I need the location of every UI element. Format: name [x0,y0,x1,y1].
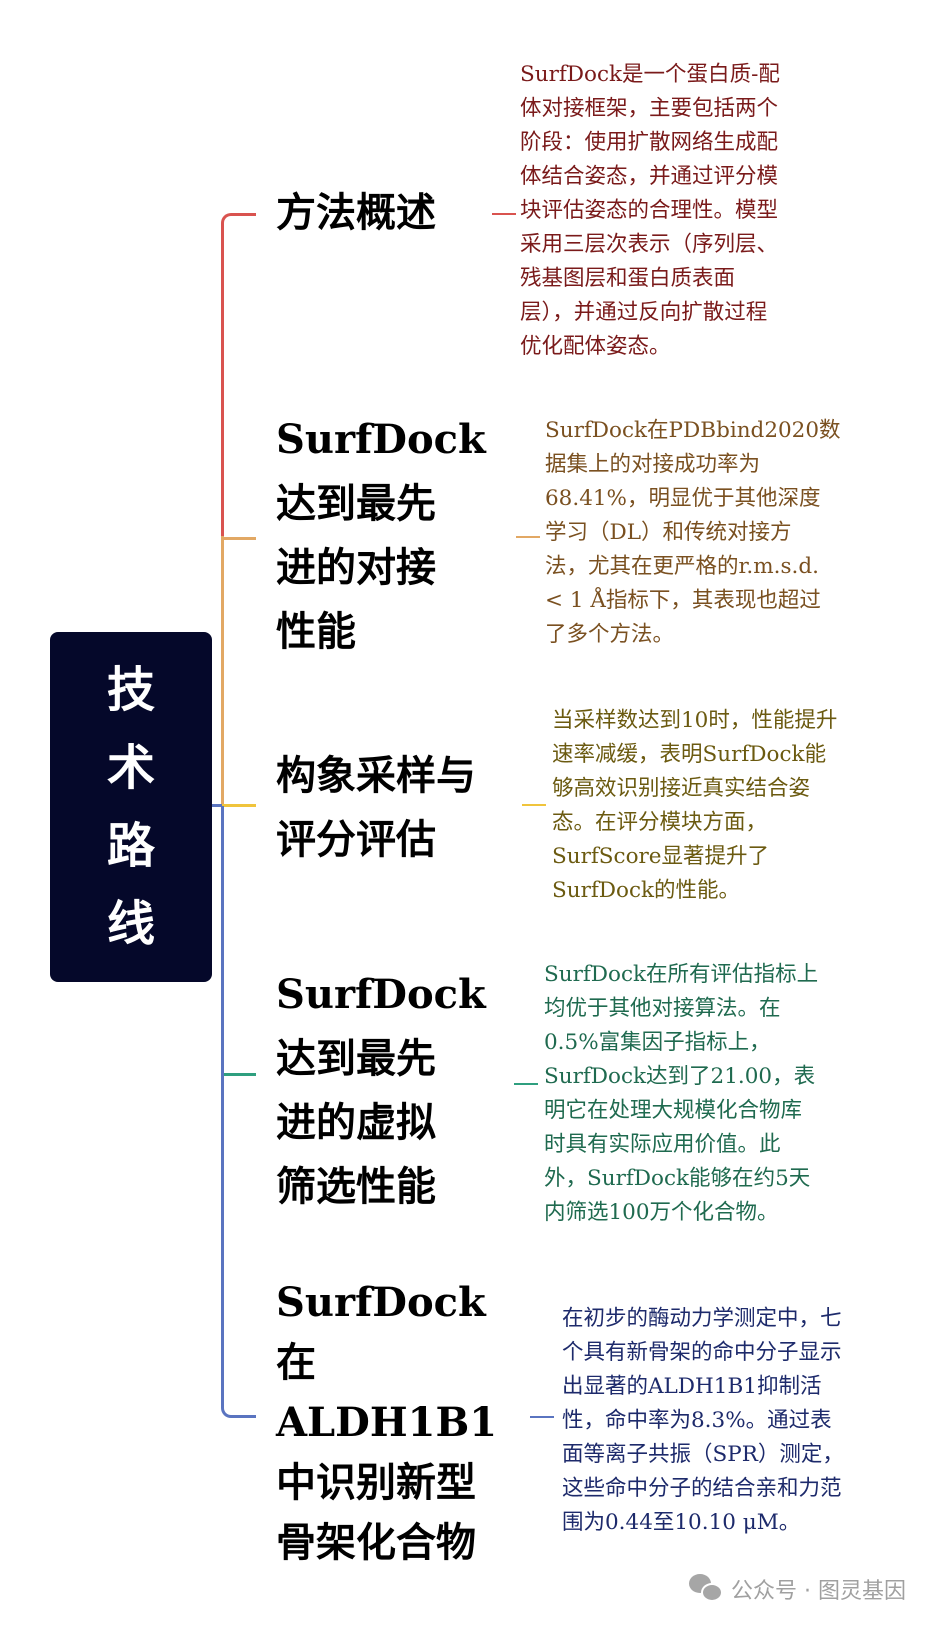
node-title-sampling-scoring: 构象采样与 评分评估 [276,753,476,863]
node-desc-sampling-scoring: 当采样数达到10时，性能提升 速率减缓，表明SurfDock能 够高效识别接近真… [552,708,838,903]
desc-tick-yellow [522,804,546,806]
watermark: 公众号 · 图灵基因 [689,1573,906,1605]
root-char: 技 [106,662,155,718]
desc-tick-red [492,213,516,215]
connector-elbow-blue [221,1404,235,1418]
desc-tick-blue [530,1416,554,1418]
root-node: 技 术 路 线 [50,632,212,982]
node-title-method-overview: 方法概述 [276,190,436,236]
connector-branch-blue [234,1415,256,1418]
node-desc-method-overview: SurfDock是一个蛋白质-配 体对接框架，主要包括两个 阶段：使用扩散网络生… [520,62,780,359]
node-desc-virtual-screening: SurfDock在所有评估指标上 均优于其他对接算法。在 0.5%富集因子指标上… [544,962,819,1225]
connector-trunk-red [221,226,224,536]
connector-branch-yellow [212,804,256,807]
node-desc-aldh1b1: 在初步的酶动力学测定中，七 个具有新骨架的命中分子显示 出显著的ALDH1B1抑… [562,1306,844,1535]
connector-branch-green [224,1073,256,1076]
connector-trunk-orange [221,536,224,806]
node-title-aldh1b1: SurfDock 在 ALDH1B1 中识别新型 骨架化合物 [276,1279,498,1566]
connector-branch-orange [224,537,256,540]
connector-elbow-red [221,213,235,227]
root-char: 术 [106,740,155,796]
root-char: 路 [106,818,155,874]
desc-tick-green [514,1083,538,1085]
connector-branch-red [234,213,256,216]
root-char: 线 [106,896,155,952]
node-desc-docking-performance: SurfDock在PDBbind2020数 据集上的对接成功率为 68.41%，… [545,418,841,647]
watermark-text: 公众号 · 图灵基因 [731,1579,906,1604]
connector-root-stub [212,804,222,807]
node-title-virtual-screening: SurfDock 达到最先 进的虚拟 筛选性能 [276,971,486,1210]
desc-tick-orange [516,536,540,538]
connector-trunk-blue [221,806,224,1404]
wechat-icon [689,1574,724,1604]
node-title-docking-performance: SurfDock 达到最先 进的对接 性能 [276,416,486,655]
